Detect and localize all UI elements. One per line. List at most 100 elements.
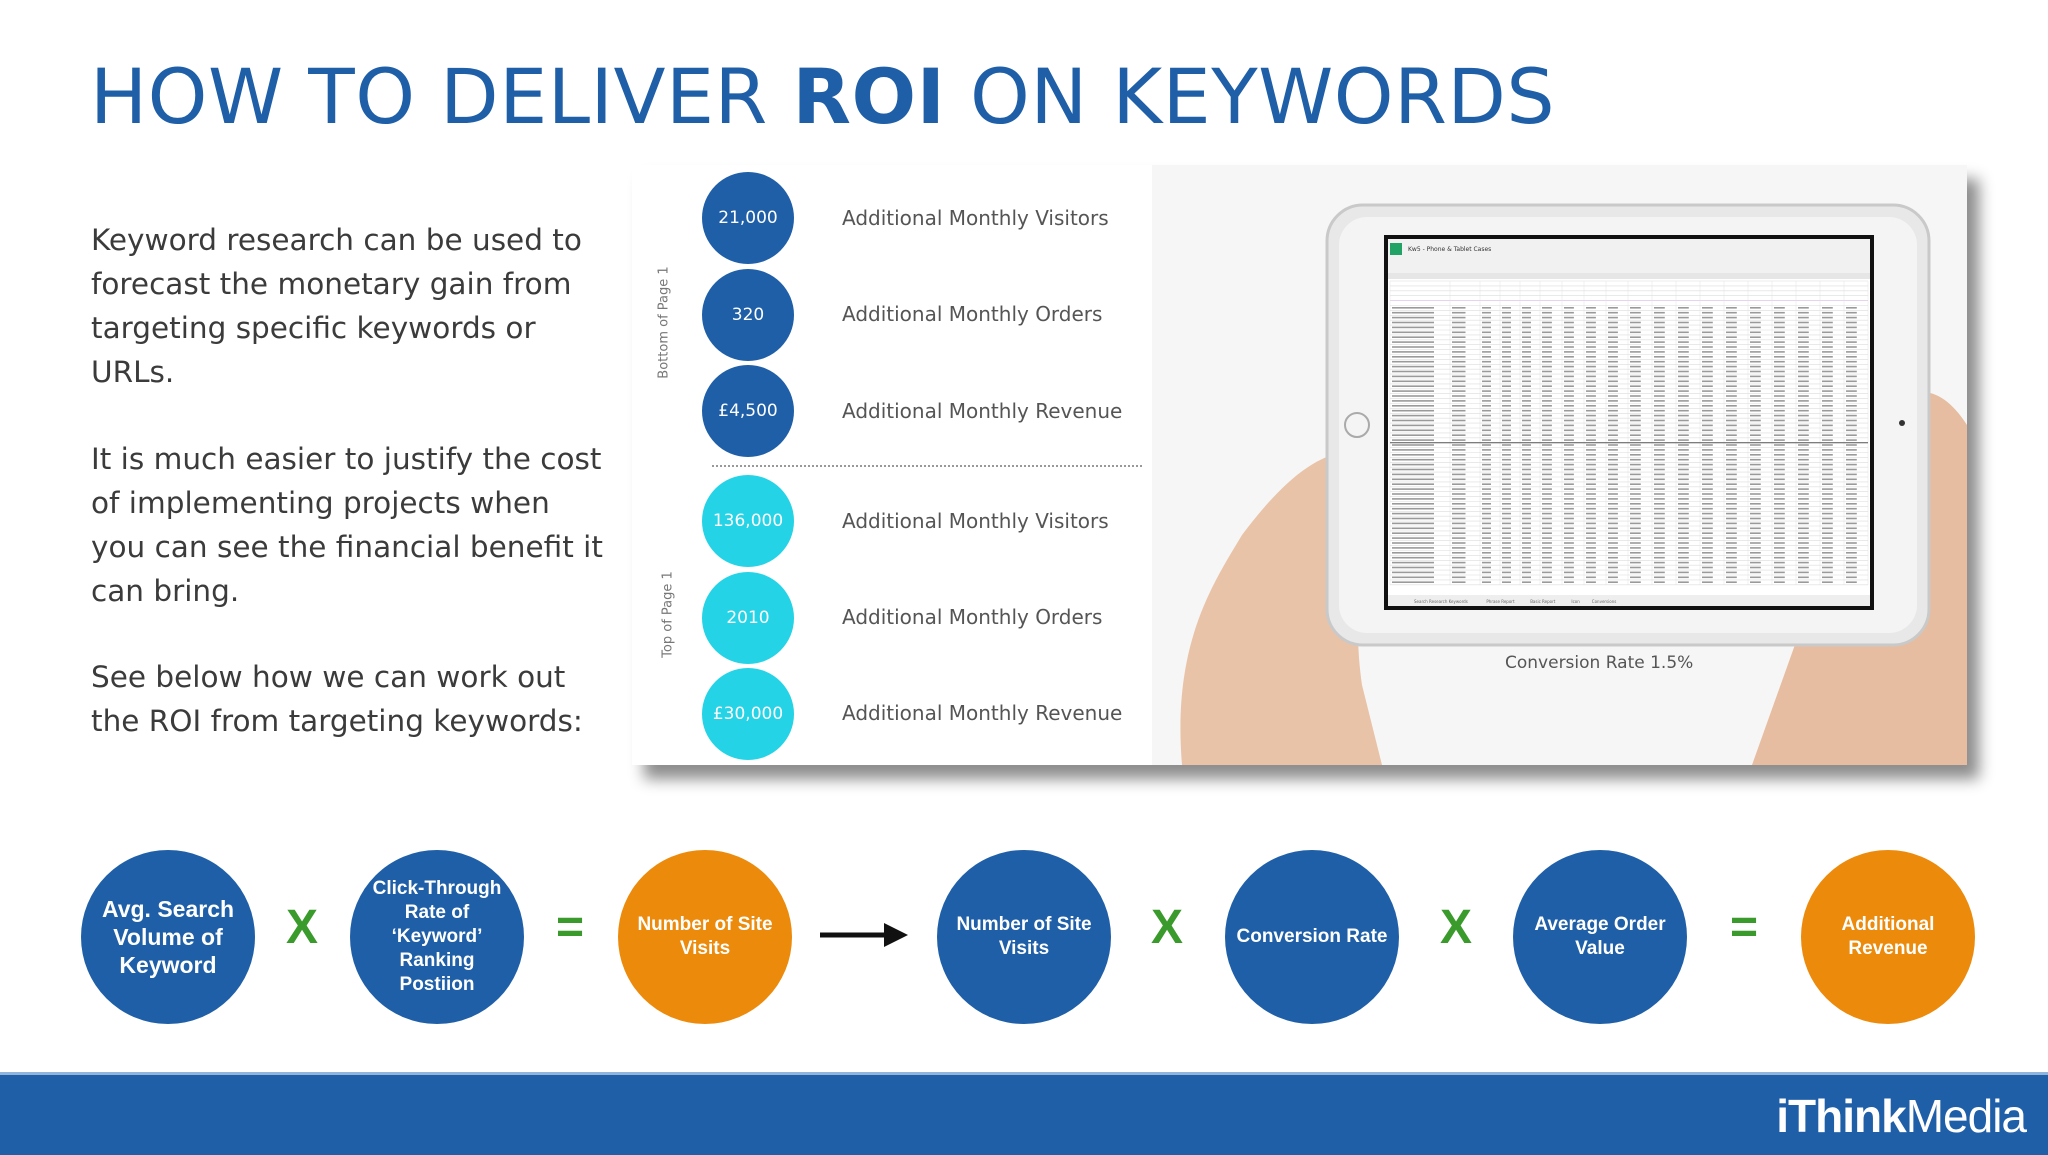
sheet-cell xyxy=(1586,326,1596,329)
sheet-cell xyxy=(1630,365,1641,368)
sheet-cell xyxy=(1564,449,1574,451)
sheet-cell xyxy=(1630,561,1641,564)
sheet-cell xyxy=(1502,571,1511,574)
sheet-cell xyxy=(1564,458,1574,461)
sheet-cell xyxy=(1846,356,1857,358)
sheet-cell xyxy=(1822,522,1833,525)
sheet-cell xyxy=(1678,517,1689,520)
sheet-cell xyxy=(1608,547,1618,549)
sheet-cell xyxy=(1846,385,1857,387)
sheet-cell xyxy=(1502,581,1511,583)
sheet-cell xyxy=(1608,556,1618,559)
sheet-cell xyxy=(1726,336,1737,338)
sheet-cell xyxy=(1586,444,1596,446)
sheet-cell xyxy=(1608,365,1618,368)
sheet-cell xyxy=(1678,566,1689,569)
sheet-cell xyxy=(1392,498,1434,500)
sheet-cell xyxy=(1654,488,1665,490)
sheet-cell xyxy=(1392,454,1434,456)
sheet-cell xyxy=(1542,365,1552,368)
sheet-cell xyxy=(1798,517,1809,520)
sheet-cell xyxy=(1392,414,1434,417)
sheet-cell xyxy=(1678,552,1689,554)
sheet-cell xyxy=(1502,385,1511,387)
sheet-cell xyxy=(1452,449,1466,451)
sheet-cell xyxy=(1846,483,1857,485)
sheet-cell xyxy=(1750,458,1761,461)
sheet-cell xyxy=(1564,390,1574,392)
sheet-cell xyxy=(1586,307,1596,309)
sheet-cell xyxy=(1586,473,1596,476)
sheet-cell xyxy=(1822,488,1833,490)
sheet-cell xyxy=(1702,341,1713,343)
sheet-cell xyxy=(1798,365,1809,368)
sheet-cell xyxy=(1750,321,1761,324)
sheet-cell xyxy=(1452,400,1466,402)
sheet-cell xyxy=(1774,419,1785,422)
sheet-cell xyxy=(1482,409,1491,412)
stat-circle-top-visitors: 136,000 xyxy=(702,475,794,567)
sheet-cell xyxy=(1726,576,1737,579)
sheet-cell xyxy=(1522,365,1531,368)
sheet-cell xyxy=(1482,493,1491,495)
sheet-cell xyxy=(1542,341,1552,343)
sheet-cell xyxy=(1822,419,1833,422)
stat-label-top-revenue: Additional Monthly Revenue xyxy=(842,701,1123,725)
sheet-cell xyxy=(1822,375,1833,378)
sheet-cell xyxy=(1522,429,1531,432)
sheet-cell xyxy=(1608,380,1618,383)
sheet-cell xyxy=(1392,449,1434,451)
sheet-cell xyxy=(1482,517,1491,520)
sheet-cell xyxy=(1392,360,1434,363)
sheet-cell xyxy=(1586,561,1596,564)
sheet-cell xyxy=(1846,365,1857,368)
sheet-cell xyxy=(1542,527,1552,530)
flow-conversion-rate: Conversion Rate xyxy=(1225,850,1399,1024)
flow-site-visits-label: Number of Site Visits xyxy=(956,914,1092,959)
sheet-cell xyxy=(1452,365,1466,368)
sheet-cell xyxy=(1564,527,1574,530)
sheet-cell xyxy=(1482,434,1491,436)
sheet-cell xyxy=(1654,360,1665,363)
sheet-cell xyxy=(1522,400,1531,402)
sheet-cell xyxy=(1586,424,1596,427)
title-bold: ROI xyxy=(792,52,946,141)
sheet-cell xyxy=(1542,473,1552,476)
sheet-cell xyxy=(1750,326,1761,329)
sheet-cell xyxy=(1392,331,1434,334)
sheet-cell xyxy=(1542,503,1552,505)
sheet-cell xyxy=(1846,429,1857,432)
sheet-cell xyxy=(1392,532,1434,534)
sheet-cell xyxy=(1608,571,1618,574)
sheet-cell xyxy=(1522,522,1531,525)
sheet-cell xyxy=(1392,561,1434,564)
sheet-cell xyxy=(1522,311,1531,314)
sheet-cell xyxy=(1392,552,1434,554)
sheet-cell xyxy=(1774,385,1785,387)
sheet-cell xyxy=(1502,405,1511,407)
sheet-cell xyxy=(1798,346,1809,348)
sheet-cell xyxy=(1846,512,1857,515)
sheet-cell xyxy=(1608,385,1618,387)
sheet-cell xyxy=(1452,503,1466,505)
sheet-cell xyxy=(1392,478,1434,481)
sheet-cell xyxy=(1678,321,1689,324)
sheet-cell xyxy=(1482,463,1491,466)
sheet-cell xyxy=(1564,566,1574,569)
sheet-cell xyxy=(1750,370,1761,373)
sheet-cell xyxy=(1452,454,1466,456)
sheet-cell xyxy=(1586,414,1596,417)
sheet-cell xyxy=(1774,532,1785,534)
sheet-cell xyxy=(1846,439,1857,441)
multiply-sign-1: X xyxy=(285,901,318,954)
sheet-cell xyxy=(1678,370,1689,373)
sheet-cell xyxy=(1702,351,1713,353)
sheet-cell xyxy=(1608,370,1618,373)
sheet-cell xyxy=(1564,331,1574,334)
sheet-cell xyxy=(1822,400,1833,402)
sheet-cell xyxy=(1482,400,1491,402)
sheet-cell xyxy=(1726,473,1737,476)
sheet-cell xyxy=(1726,360,1737,363)
sheet-cell xyxy=(1702,336,1713,338)
sheet-cell xyxy=(1774,409,1785,412)
